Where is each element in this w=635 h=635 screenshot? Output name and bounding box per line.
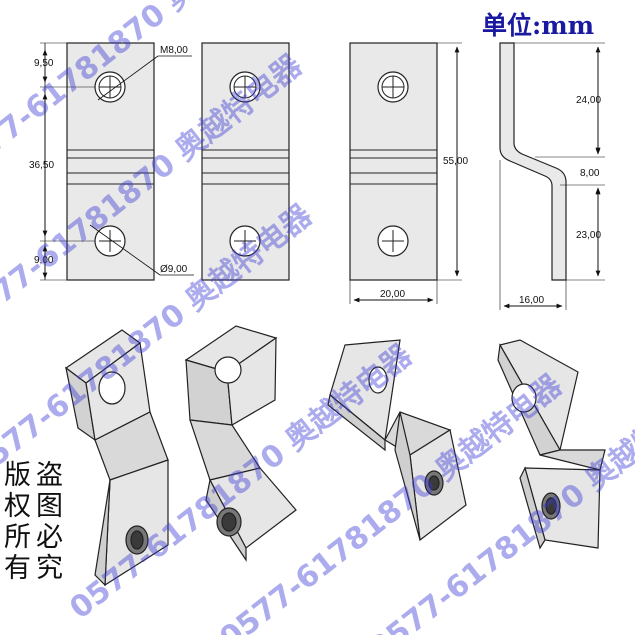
dim-hole-spacing: 36,50 [29,160,54,171]
dim-thread: M8,00 [160,45,188,56]
dim-bottom-hole: 9,00 [34,255,54,266]
copyright-char: 盗 [36,460,63,491]
copyright-char: 版 [4,460,31,491]
copyright-char: 所 [4,522,31,553]
dim-depth: 16,00 [519,295,544,306]
front-view-dimensioned: 9,50 36,50 9,00 M8,00 Ø9,00 [29,42,194,281]
front-view-plain [201,42,290,281]
isometric-part-3 [327,339,467,542]
copyright-char: 究 [36,553,63,584]
dim-offset: 8,00 [580,168,600,179]
dim-width: 20,00 [380,289,405,300]
dim-top-hole: 9,50 [34,58,54,69]
dim-upper-length: 24,00 [576,95,601,106]
unit-label: 单位:mm [482,11,595,40]
side-profile-view: 24,00 8,00 23,00 16,00 [499,42,605,310]
copyright-char: 图 [36,491,63,522]
isometric-part-2 [184,325,297,562]
isometric-part-1 [64,329,169,587]
isometric-part-4 [497,339,606,550]
copyright-notice: 版 盗 权 图 所 必 有 究 [4,460,68,584]
copyright-char: 有 [4,553,31,584]
copyright-char: 权 [4,491,31,522]
dim-lower-length: 23,00 [576,230,601,241]
dim-hole-diameter: Ø9,00 [160,264,188,275]
dim-total-height: 55,00 [443,156,468,167]
copyright-char: 必 [36,522,63,553]
back-view-dimensioned: 55,00 20,00 [349,42,468,304]
